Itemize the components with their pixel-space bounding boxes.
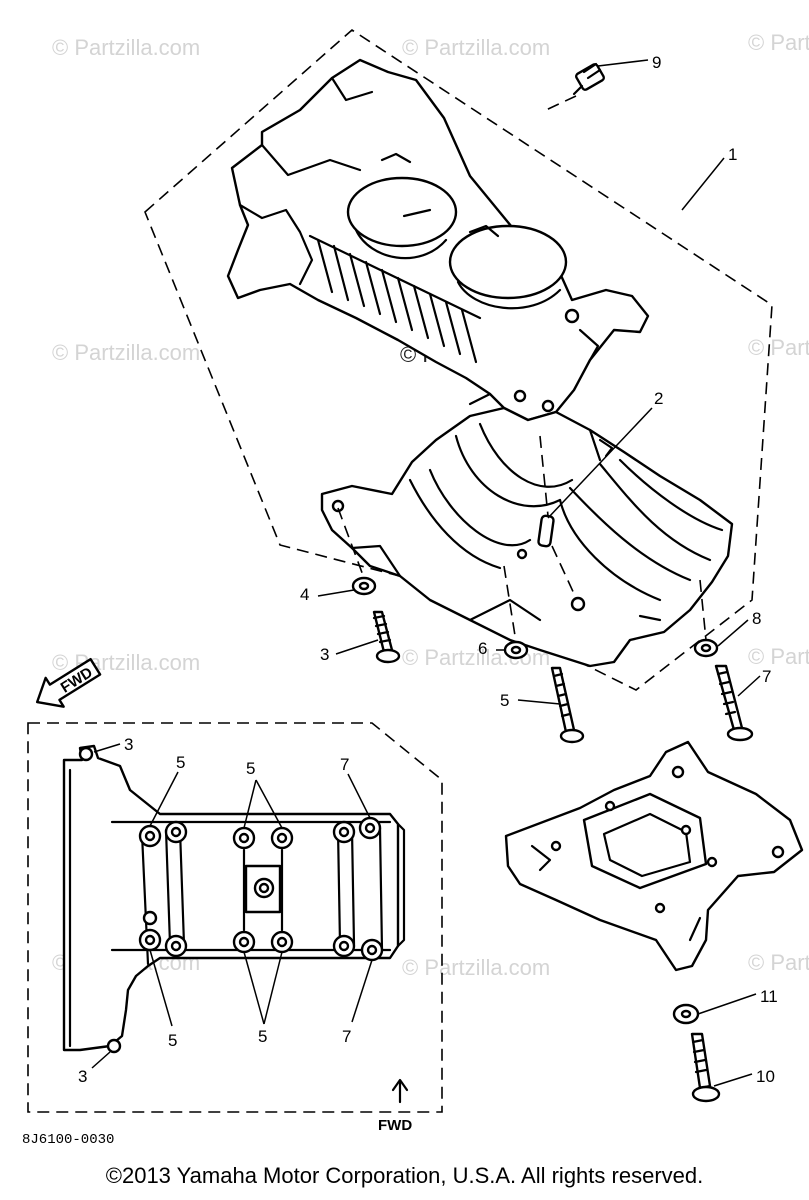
part-9-plug [572, 62, 605, 96]
callout-8: 8 [752, 609, 761, 628]
inset-callout-5-bottom-mid: 5 [258, 1027, 267, 1046]
watermark: © Partzilla.com [402, 35, 550, 60]
watermark: © Partzilla.com [748, 335, 809, 360]
part-8-washer [693, 638, 719, 658]
crankcase-assembly-boundary [144, 28, 773, 691]
inset-callout-7-top: 7 [340, 755, 349, 774]
part-10-bolt [690, 1032, 721, 1103]
inset-bolt-bosses [78, 746, 384, 1054]
callout-11: 11 [760, 987, 778, 1006]
callout-2: 2 [654, 389, 663, 408]
leader-lines [91, 59, 761, 1087]
part-7-bolt [714, 664, 754, 742]
callout-10: 10 [756, 1067, 775, 1086]
inset-callout-5-left: 5 [176, 753, 185, 772]
callout-9: 9 [652, 53, 661, 72]
part-2-dowel-pin [537, 514, 555, 548]
watermark: © Partzilla.com [748, 950, 809, 975]
watermark: © Partzilla.com [748, 644, 809, 669]
watermark: © Partzilla.com [52, 35, 200, 60]
fwd-inset-label: FWD [378, 1117, 412, 1134]
cylinder-bore-right [448, 224, 568, 300]
inset-callout-3-bottom: 3 [78, 1067, 87, 1086]
callout-4: 4 [300, 585, 309, 604]
cover-plate [504, 740, 804, 972]
inset-callout-3-top: 3 [124, 735, 133, 754]
callout-7: 7 [762, 667, 771, 686]
part-4-washer [351, 576, 377, 596]
inset-callout-7-bottom: 7 [342, 1027, 351, 1046]
inset-view-boundary [27, 722, 443, 1113]
watermark: © Partzilla.com [748, 30, 809, 55]
callout-5: 5 [500, 691, 509, 710]
lower-crankcase [320, 406, 734, 668]
inset-callout-5-bottom-left: 5 [168, 1031, 177, 1050]
fwd-arrow-up: FWD [378, 1078, 412, 1134]
callout-3: 3 [320, 645, 329, 664]
part-3-bolt [372, 610, 401, 664]
diagram-code: 8J6100-0030 [22, 1132, 114, 1148]
copyright-notice: ©2013 Yamaha Motor Corporation, U.S.A. A… [105, 1163, 704, 1188]
inset-crankcase-bottom-view [62, 744, 406, 1054]
inset-callout-5-mid: 5 [246, 759, 255, 778]
watermark: © Partzilla.com [52, 340, 200, 365]
cylinder-bore-left [346, 176, 458, 248]
callout-1: 1 [728, 145, 737, 164]
callouts: 9 1 2 4 3 6 5 8 7 11 10 3 5 5 7 5 5 7 3 [78, 53, 778, 1086]
part-5-bolt [550, 666, 585, 744]
watermark: © Partzilla.com [402, 955, 550, 980]
part-11-washer [672, 1003, 700, 1025]
cooling-fins [308, 234, 482, 364]
parts-diagram: © Partzilla.com © Partzilla.com © Partzi… [22, 28, 809, 1148]
part-6-washer [503, 640, 529, 660]
callout-6: 6 [478, 639, 487, 658]
upper-crankcase [226, 58, 650, 422]
